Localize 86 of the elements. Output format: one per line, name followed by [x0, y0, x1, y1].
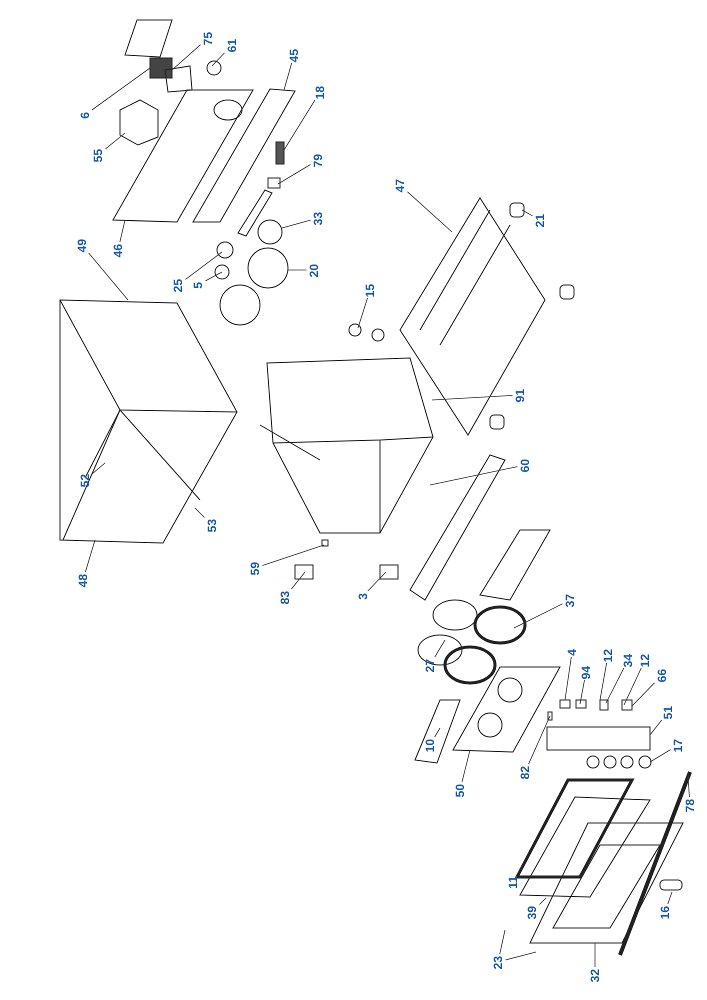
callout-number: 94 — [580, 666, 592, 679]
leader-line — [185, 252, 222, 280]
leader-line — [120, 220, 126, 242]
leader-line — [580, 680, 585, 704]
callout-number: 50 — [454, 784, 466, 797]
callout-number: 79 — [312, 154, 324, 167]
callout-number: 83 — [279, 590, 291, 604]
leader-line — [284, 62, 292, 90]
leader-line — [92, 462, 106, 474]
leader-line — [650, 720, 662, 736]
leader-line — [212, 52, 225, 66]
leader-line — [262, 544, 324, 566]
leader-line — [358, 298, 368, 328]
callout-number: 39 — [526, 906, 538, 919]
callout-number: 6 — [79, 112, 91, 118]
callout-number: 51 — [662, 706, 674, 719]
leader-line — [514, 603, 563, 628]
leader-line — [505, 952, 536, 960]
leader-line — [517, 866, 522, 874]
callout-number: 15 — [364, 284, 376, 297]
leader-line — [85, 540, 96, 572]
leader-line — [434, 640, 446, 658]
leader-line — [92, 68, 150, 110]
callout-number: 55 — [92, 148, 104, 162]
callout-number: 21 — [534, 214, 546, 227]
leader-line — [688, 776, 690, 798]
callout-number: 52 — [79, 474, 91, 487]
leader-line — [278, 164, 311, 184]
callout-number: 66 — [656, 668, 668, 682]
callout-number: 46 — [112, 244, 124, 257]
callout-number: 59 — [249, 562, 261, 575]
leader-line — [600, 662, 607, 700]
leader-line — [499, 930, 506, 954]
callout-number: 12 — [639, 654, 651, 667]
leader-line — [522, 210, 533, 216]
callout-number: 11 — [507, 876, 519, 888]
leader-line — [172, 44, 201, 70]
callout-number: 78 — [684, 798, 696, 812]
leader-line — [564, 656, 572, 700]
callout-number: 27 — [424, 658, 436, 672]
leader-line — [367, 572, 386, 592]
callout-number: 25 — [172, 278, 184, 292]
callout-number: 61 — [226, 38, 238, 52]
leader-line — [105, 132, 126, 150]
leader-line — [539, 898, 546, 905]
callout-number: 49 — [76, 238, 88, 252]
callout-number: 82 — [519, 766, 531, 779]
callout-number: 23 — [492, 956, 504, 969]
callout-number: 12 — [602, 648, 614, 662]
callout-number: 53 — [206, 518, 218, 532]
callout-number: 18 — [314, 86, 326, 99]
leader-line — [650, 749, 671, 762]
callout-number: 4 — [566, 648, 578, 656]
leader-line — [407, 191, 452, 232]
callout-number: 47 — [394, 178, 406, 192]
callout-number: 5 — [192, 282, 204, 288]
callout-number: 37 — [564, 594, 576, 607]
leader-line — [432, 395, 513, 400]
leader-line — [667, 892, 672, 904]
leader-line — [282, 220, 311, 228]
callout-number: 33 — [312, 212, 324, 225]
leader-line — [434, 728, 440, 738]
leader-line — [624, 668, 642, 706]
leader-line — [88, 252, 128, 300]
leader-line — [528, 716, 550, 764]
leader-line — [430, 466, 518, 486]
callout-number: 3 — [357, 592, 369, 600]
leader-line — [284, 100, 316, 150]
leader-line — [194, 508, 205, 518]
leader-line — [462, 750, 470, 782]
callout-number: 17 — [672, 738, 684, 752]
leader-line — [594, 942, 596, 968]
leader-line — [632, 682, 655, 706]
leader-line — [291, 572, 306, 590]
callout-number: 34 — [622, 654, 634, 667]
leader-line — [606, 668, 624, 704]
leader-line — [205, 272, 222, 282]
callout-number: 75 — [202, 32, 214, 45]
callout-number: 48 — [77, 574, 89, 587]
callout-number: 16 — [659, 906, 671, 919]
callout-number: 60 — [519, 458, 531, 472]
callout-number: 45 — [288, 48, 300, 62]
callout-number: 10 — [424, 738, 436, 752]
callout-number: 20 — [308, 264, 320, 277]
callout-number: 91 — [514, 388, 526, 402]
callout-number: 32 — [589, 968, 601, 982]
